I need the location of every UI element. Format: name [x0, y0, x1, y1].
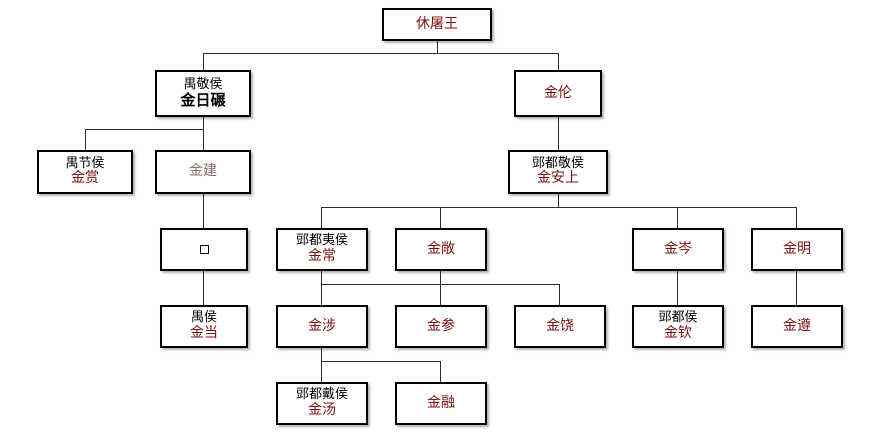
node-jinlun[interactable]: 金伦 [514, 70, 602, 117]
node-name: 金安上 [537, 170, 579, 187]
node-jindang[interactable]: 禺侯 金当 [160, 305, 248, 348]
node-name: 金伦 [544, 84, 572, 101]
node-name: 金钦 [664, 324, 692, 341]
node-jinrong[interactable]: 金融 [395, 382, 487, 425]
node-name: 金日碾 [180, 91, 226, 110]
node-name: 金饶 [546, 317, 574, 334]
connector [440, 207, 441, 228]
node-jinzun[interactable]: 金遵 [751, 305, 843, 348]
node-title: 郖都戴侯 [295, 387, 348, 403]
connector [437, 41, 438, 53]
connector [203, 53, 559, 54]
node-name: 金建 [189, 163, 217, 180]
node-name: 金明 [783, 240, 811, 257]
node-jinqin[interactable]: 郖都侯 金钦 [632, 305, 724, 348]
node-jinshang[interactable]: 禺节侯 金赏 [37, 150, 133, 194]
connector [203, 271, 204, 305]
node-jinanshang[interactable]: 郖都敬侯 金安上 [508, 150, 608, 194]
node-name: 金常 [308, 247, 336, 264]
connector [677, 271, 678, 305]
node-jincen[interactable]: 金岑 [632, 228, 724, 271]
connector [321, 207, 322, 228]
connector [796, 207, 797, 228]
node-title: 禺敬侯 [183, 76, 223, 92]
node-title: 郖都夷侯 [295, 233, 348, 249]
node-jinjian[interactable]: 金建 [155, 150, 251, 194]
node-name: 金汤 [308, 401, 336, 418]
connector [558, 194, 559, 207]
connector [321, 284, 322, 305]
node-name: 休屠王 [416, 15, 458, 32]
node-title: 禺侯 [190, 310, 217, 326]
node-title: 郖都敬侯 [531, 155, 584, 171]
connector [321, 361, 440, 362]
connector [558, 53, 559, 70]
connector [203, 194, 204, 228]
node-name: 金赏 [71, 170, 99, 187]
node-name: 金当 [190, 324, 218, 341]
connector [321, 207, 796, 208]
node-jinchang2[interactable]: 金敞 [395, 228, 487, 271]
node-name: 金涉 [308, 317, 336, 334]
node-jincan[interactable]: 金参 [395, 305, 487, 348]
node-unknown[interactable]: □ [160, 228, 248, 271]
node-jinridi[interactable]: 禺敬侯 金日碾 [155, 70, 251, 117]
connector [677, 207, 678, 228]
connector [559, 284, 560, 305]
node-jinming[interactable]: 金明 [751, 228, 843, 271]
node-name: 金遵 [783, 317, 811, 334]
connector [558, 117, 559, 150]
node-title: 郖都侯 [658, 310, 698, 326]
node-title: 禺节侯 [65, 155, 105, 171]
node-name: 金参 [427, 317, 455, 334]
node-jinshe[interactable]: 金涉 [276, 305, 368, 348]
node-name: 金岑 [664, 240, 692, 257]
connector [440, 361, 441, 382]
node-name: 金融 [427, 394, 455, 411]
node-name: 金敞 [427, 240, 455, 257]
connector [321, 361, 322, 382]
connector [203, 117, 204, 129]
connector [321, 348, 322, 361]
connector [440, 284, 441, 305]
connector [796, 271, 797, 305]
connector [203, 53, 204, 70]
node-xiutuwang[interactable]: 休屠王 [382, 8, 492, 41]
connector [85, 129, 203, 130]
connector [440, 271, 441, 284]
node-name: □ [199, 245, 209, 254]
connector [85, 129, 86, 150]
node-jintang[interactable]: 郖都戴侯 金汤 [276, 382, 368, 425]
connector [203, 129, 204, 150]
node-jinchang[interactable]: 郖都夷侯 金常 [276, 228, 368, 271]
node-jinrao[interactable]: 金饶 [514, 305, 606, 348]
